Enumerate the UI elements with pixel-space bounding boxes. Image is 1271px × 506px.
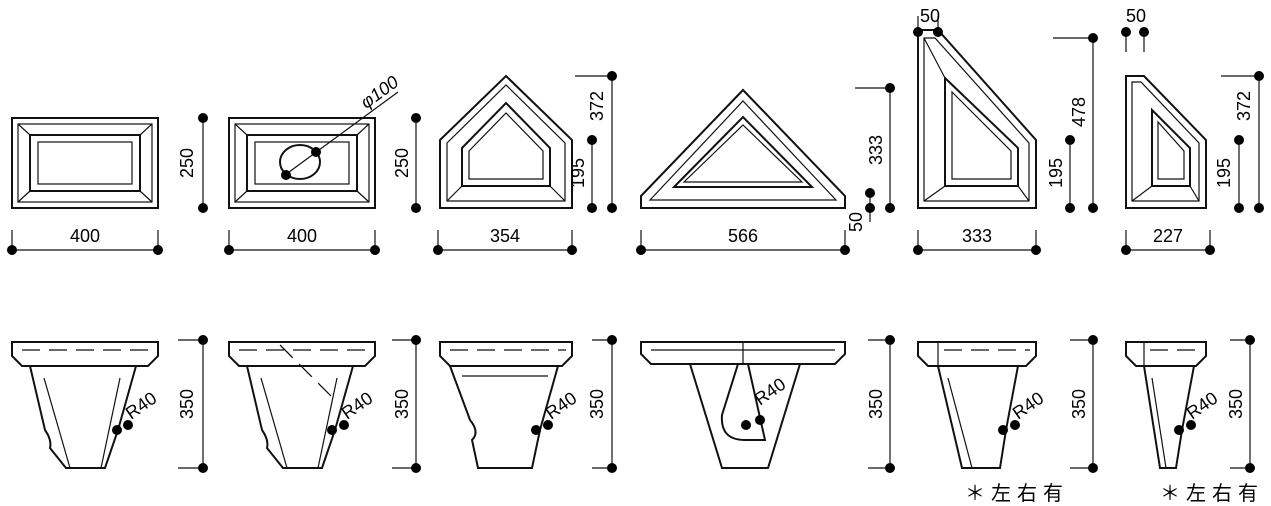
dim-side-height-4: 350: [866, 335, 895, 473]
side-view-2: R40: [228, 341, 377, 469]
dim-label: 350: [866, 389, 886, 419]
dim-width-333: 333: [913, 226, 1041, 255]
dim-label: 372: [587, 91, 607, 121]
dim-width-400-b: 400: [224, 226, 380, 255]
dim-top-50-a: 50: [913, 6, 943, 37]
dim-label: 350: [1069, 389, 1089, 419]
dim-top-50-b: 50: [1121, 6, 1149, 52]
dim-label: 227: [1153, 226, 1183, 246]
dim-height-478-195: 478 195: [1046, 33, 1098, 213]
dim-label: 350: [392, 389, 412, 419]
dim-height-333-50: 333 50: [846, 83, 895, 232]
dim-label: 50: [920, 6, 940, 26]
dim-label: 350: [1226, 389, 1246, 419]
dim-label: 50: [846, 212, 866, 232]
dim-label: 372: [1234, 91, 1254, 121]
dim-label: 50: [1126, 6, 1146, 26]
dim-height-372-195-a: 372 195: [568, 71, 617, 213]
dim-label: 400: [287, 226, 317, 246]
dim-side-height-6: 350: [1226, 335, 1255, 473]
dim-width-354: 354: [433, 226, 577, 255]
top-view-trapezoid-tall: [917, 29, 1037, 209]
dim-label: 333: [962, 226, 992, 246]
dim-label: 195: [1046, 158, 1066, 188]
dim-label: 250: [177, 148, 197, 178]
dim-height-250-a: 250: [177, 113, 208, 213]
top-view-triangle: [640, 88, 846, 209]
top-view-pentagon: [439, 74, 573, 209]
note-left-right-2: ＊左右有: [1160, 481, 1264, 505]
side-view-3: R40: [439, 341, 581, 469]
dim-width-227: 227: [1121, 226, 1215, 255]
top-view-rect-2: φ100: [228, 72, 403, 209]
note-left-right-1: ＊左右有: [965, 481, 1069, 505]
side-view-1: R40: [11, 341, 160, 469]
dim-height-250-b: 250: [392, 113, 421, 213]
dim-label: 566: [728, 226, 758, 246]
dim-label: 350: [177, 389, 197, 419]
r40-label: R40: [1009, 388, 1048, 423]
top-view-trapezoid-short: [1125, 75, 1207, 209]
side-view-6: R40: [1125, 341, 1221, 469]
r40-label: R40: [338, 388, 377, 423]
dim-side-height-5: 350: [1069, 335, 1098, 473]
dim-label: 400: [70, 226, 100, 246]
r40-label: R40: [542, 388, 581, 423]
dim-side-height-1: 350: [177, 335, 208, 473]
dim-side-height-2: 350: [392, 335, 421, 473]
dim-label: 350: [587, 389, 607, 419]
dim-width-566: 566: [636, 226, 850, 255]
side-view-5: R40: [917, 341, 1048, 469]
dim-label: 250: [392, 148, 412, 178]
dim-label: 195: [1214, 158, 1234, 188]
dim-label: 478: [1069, 97, 1089, 127]
dim-label: 354: [490, 226, 520, 246]
dim-height-372-195-b: 372 195: [1214, 71, 1264, 213]
dim-label: 195: [568, 158, 588, 188]
dim-label-phi: φ100: [357, 72, 403, 113]
top-view-rect-1: [11, 117, 159, 209]
side-view-4: R40: [640, 341, 846, 469]
dim-side-height-3: 350: [587, 335, 617, 473]
dim-width-400-a: 400: [7, 226, 163, 255]
dim-label: 333: [866, 135, 886, 165]
